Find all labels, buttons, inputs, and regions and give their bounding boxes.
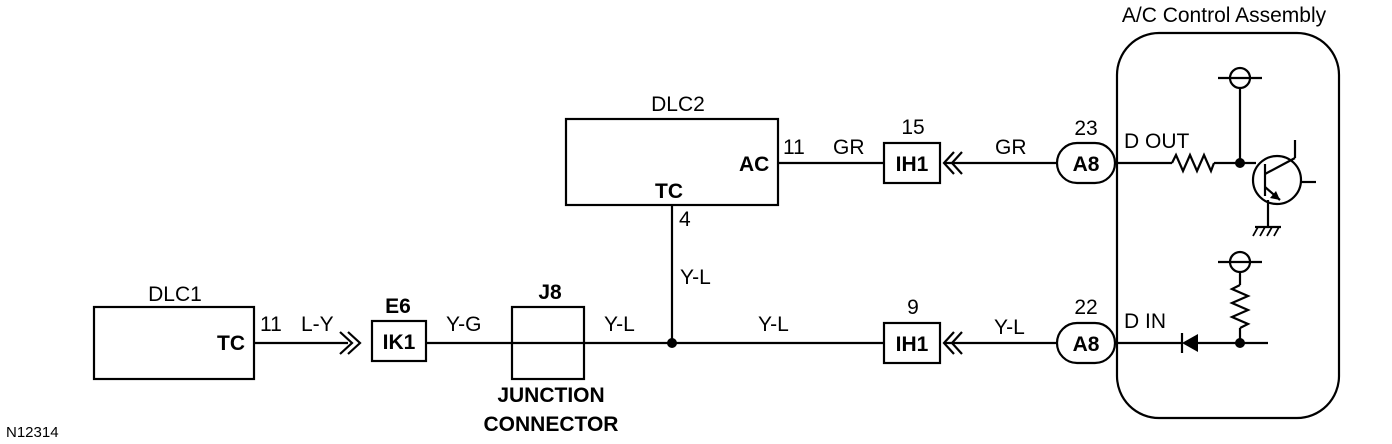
dlc2-pin-ac: 11 — [783, 136, 805, 159]
ih1-bottom-pin: 9 — [907, 296, 919, 319]
ik1-box — [370, 319, 428, 363]
dlc2-pin-tc: 4 — [679, 208, 691, 231]
wire-color-ih1-to-a8-top: GR — [995, 136, 1027, 159]
wire-color-ik1-to-j8: Y-G — [446, 313, 481, 336]
a8-top-code: A8 — [1073, 153, 1100, 176]
d-in-label: D IN — [1124, 310, 1166, 333]
transistor — [1251, 154, 1303, 206]
j8-label-line1: JUNCTION — [497, 384, 604, 407]
figure-id: N12314 — [6, 424, 59, 441]
ground-icon — [1252, 226, 1280, 237]
d-out-resistor — [1171, 152, 1216, 174]
j8-id: J8 — [538, 281, 562, 304]
wire-color-j8-out: Y-L — [604, 313, 635, 336]
wire-color-tc-vertical: Y-L — [680, 266, 711, 289]
dlc1-pin-label: 11 — [260, 313, 282, 336]
wire-color-main-bus: Y-L — [758, 313, 789, 336]
ih1-bottom-code: IH1 — [896, 333, 929, 356]
ih1-top-code: IH1 — [896, 153, 929, 176]
transistor-collector — [1264, 157, 1296, 175]
wire-color-dlc1: L-Y — [301, 313, 334, 336]
ac-control-assembly-box — [1115, 31, 1341, 420]
dlc1-terminal-label: TC — [217, 332, 245, 355]
ih1-top-pin: 15 — [901, 116, 924, 139]
dlc2-name: DLC2 — [651, 93, 705, 116]
dlc2-terminal-ac: AC — [739, 153, 769, 176]
a8-top-pin: 23 — [1074, 117, 1097, 140]
e6-id: E6 — [385, 295, 411, 318]
ik1-connector-symbol — [339, 331, 362, 355]
a8-bottom-pin: 22 — [1074, 296, 1097, 319]
d-in-pullup-resistor — [1229, 284, 1251, 329]
ik1-code: IK1 — [383, 331, 416, 354]
wire-color-ih1-to-a8-bottom: Y-L — [994, 316, 1025, 339]
dlc2-terminal-tc: TC — [655, 180, 683, 203]
a8-bottom-code: A8 — [1073, 333, 1100, 356]
j8-label-line2: CONNECTOR — [484, 413, 619, 436]
assembly-title: A/C Control Assembly — [1122, 4, 1327, 27]
dlc1-name: DLC1 — [148, 283, 202, 306]
diode-icon — [1182, 334, 1198, 352]
ih1-top-box — [882, 141, 942, 185]
wire-color-ac: GR — [833, 136, 865, 159]
transistor-emitter-arrow — [1270, 191, 1280, 200]
d-out-label: D OUT — [1124, 130, 1190, 153]
ih1-bottom-box — [882, 321, 942, 365]
